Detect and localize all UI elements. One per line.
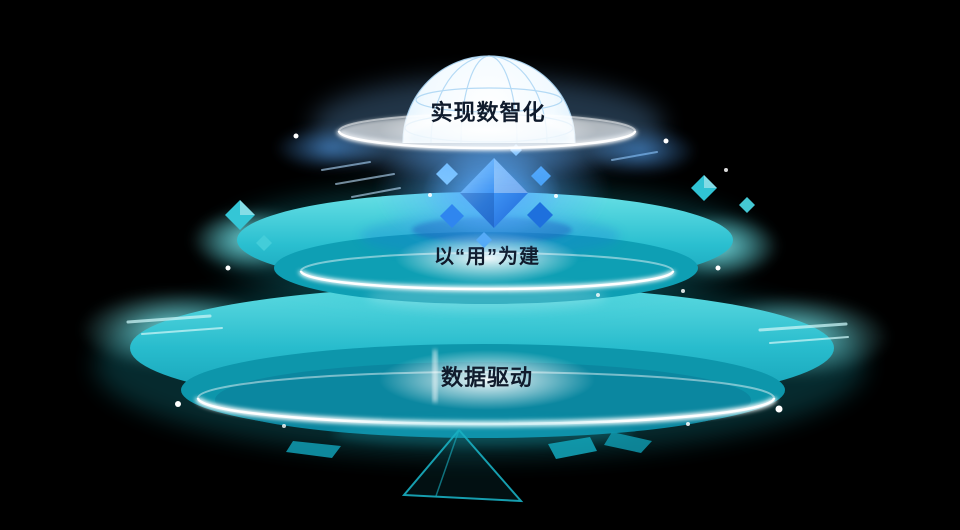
base-fragments (286, 428, 652, 503)
bottom-sparkle-dots (175, 401, 783, 428)
floating-gems-right (691, 168, 755, 213)
middle-sparkle-dots (225, 265, 721, 297)
base-triangle (401, 428, 524, 503)
gem-diamond (691, 175, 717, 201)
bottom-label-glow (379, 350, 595, 410)
bottom-tier: 数据驱动 (80, 273, 890, 457)
top-tier: 实现数智化 (274, 55, 697, 180)
bottom-light-streak (433, 350, 437, 402)
bottom-tier-label: 数据驱动 (441, 365, 533, 390)
top-sparkle-dots (293, 133, 669, 144)
gem-diamond (225, 200, 255, 230)
floating-gems-left (225, 200, 272, 251)
bottom-edge-streaks (126, 314, 849, 344)
top-tier-label: 实现数智化 (430, 100, 545, 125)
top-label-glow (378, 110, 598, 150)
